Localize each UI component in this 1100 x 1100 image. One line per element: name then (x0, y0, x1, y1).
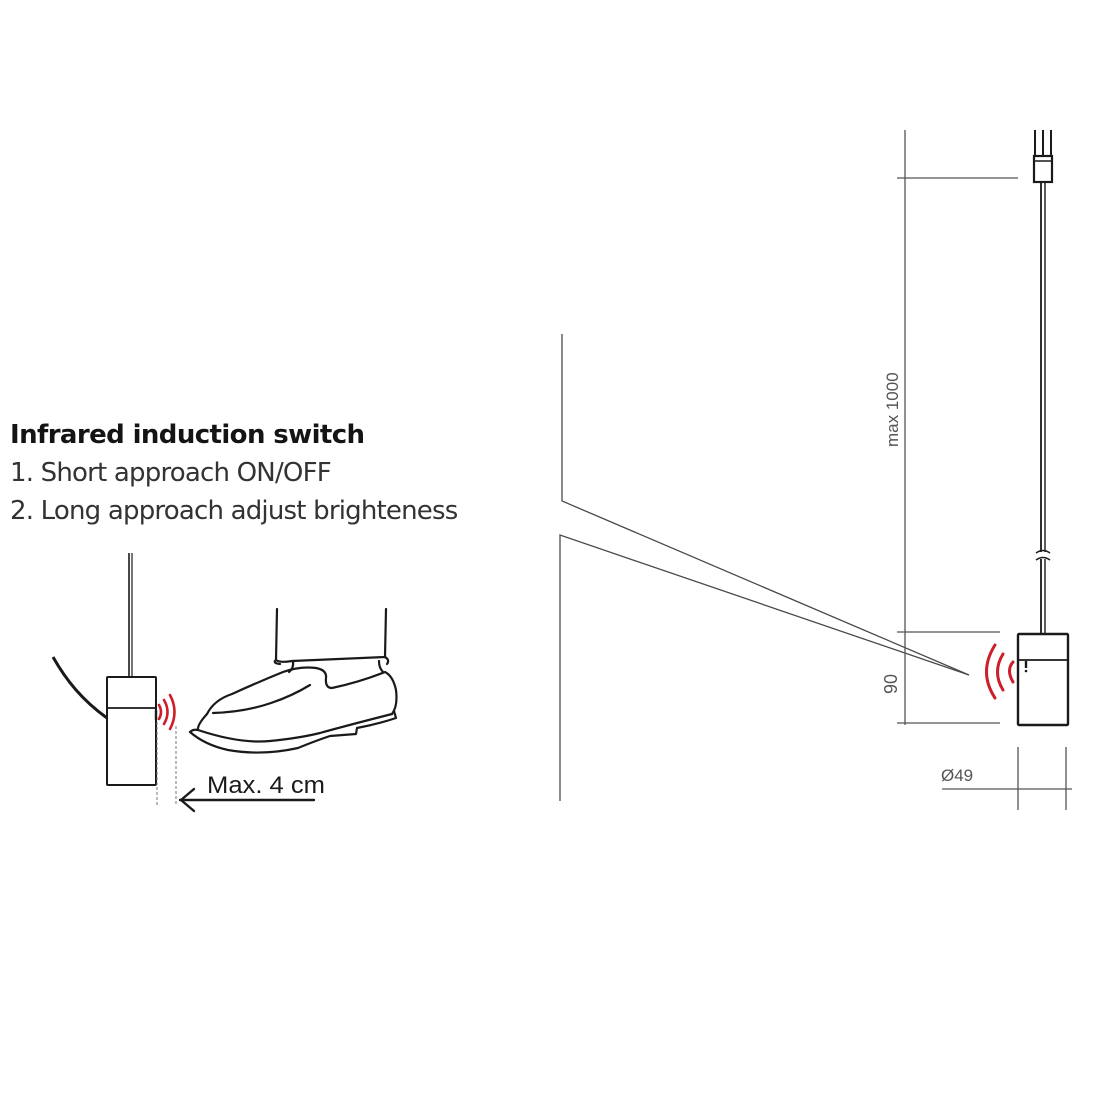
right-drawing: max 1000 90 (559, 130, 1072, 810)
cable-break-icon (1035, 549, 1051, 561)
sensor-beam-icon (559, 334, 970, 801)
pendant-lamp-icon (106, 676, 158, 786)
caption-item-1: 1. Short approach ON/OFF (10, 458, 332, 488)
distance-guides (156, 722, 177, 806)
feature-caption: Infrared induction switch 1. Short appro… (10, 416, 458, 530)
caption-item-2: 2. Long approach adjust brighteness (10, 496, 458, 526)
cable-length-dimension (897, 130, 1018, 725)
power-cord-icon (51, 656, 108, 720)
pendant-cable-icon (1040, 182, 1046, 634)
body-height-label: 90 (881, 674, 901, 694)
left-illustration: Max. 4 cm (51, 553, 398, 813)
infrared-signal-icon (157, 693, 176, 731)
diameter-label: Ø49 (941, 766, 973, 785)
caption-title: Infrared induction switch (10, 420, 365, 450)
shoe-icon (188, 607, 398, 754)
cable-length-label: max 1000 (883, 372, 902, 447)
infrared-signal-icon (985, 643, 1015, 700)
diameter-dimension (942, 747, 1072, 810)
pendant-cable-icon (128, 553, 133, 678)
arrow-left-icon (178, 787, 316, 813)
pendant-lamp-icon (1016, 632, 1070, 727)
distance-label: Max. 4 cm (207, 772, 325, 799)
ceiling-connector-icon (1032, 130, 1054, 184)
